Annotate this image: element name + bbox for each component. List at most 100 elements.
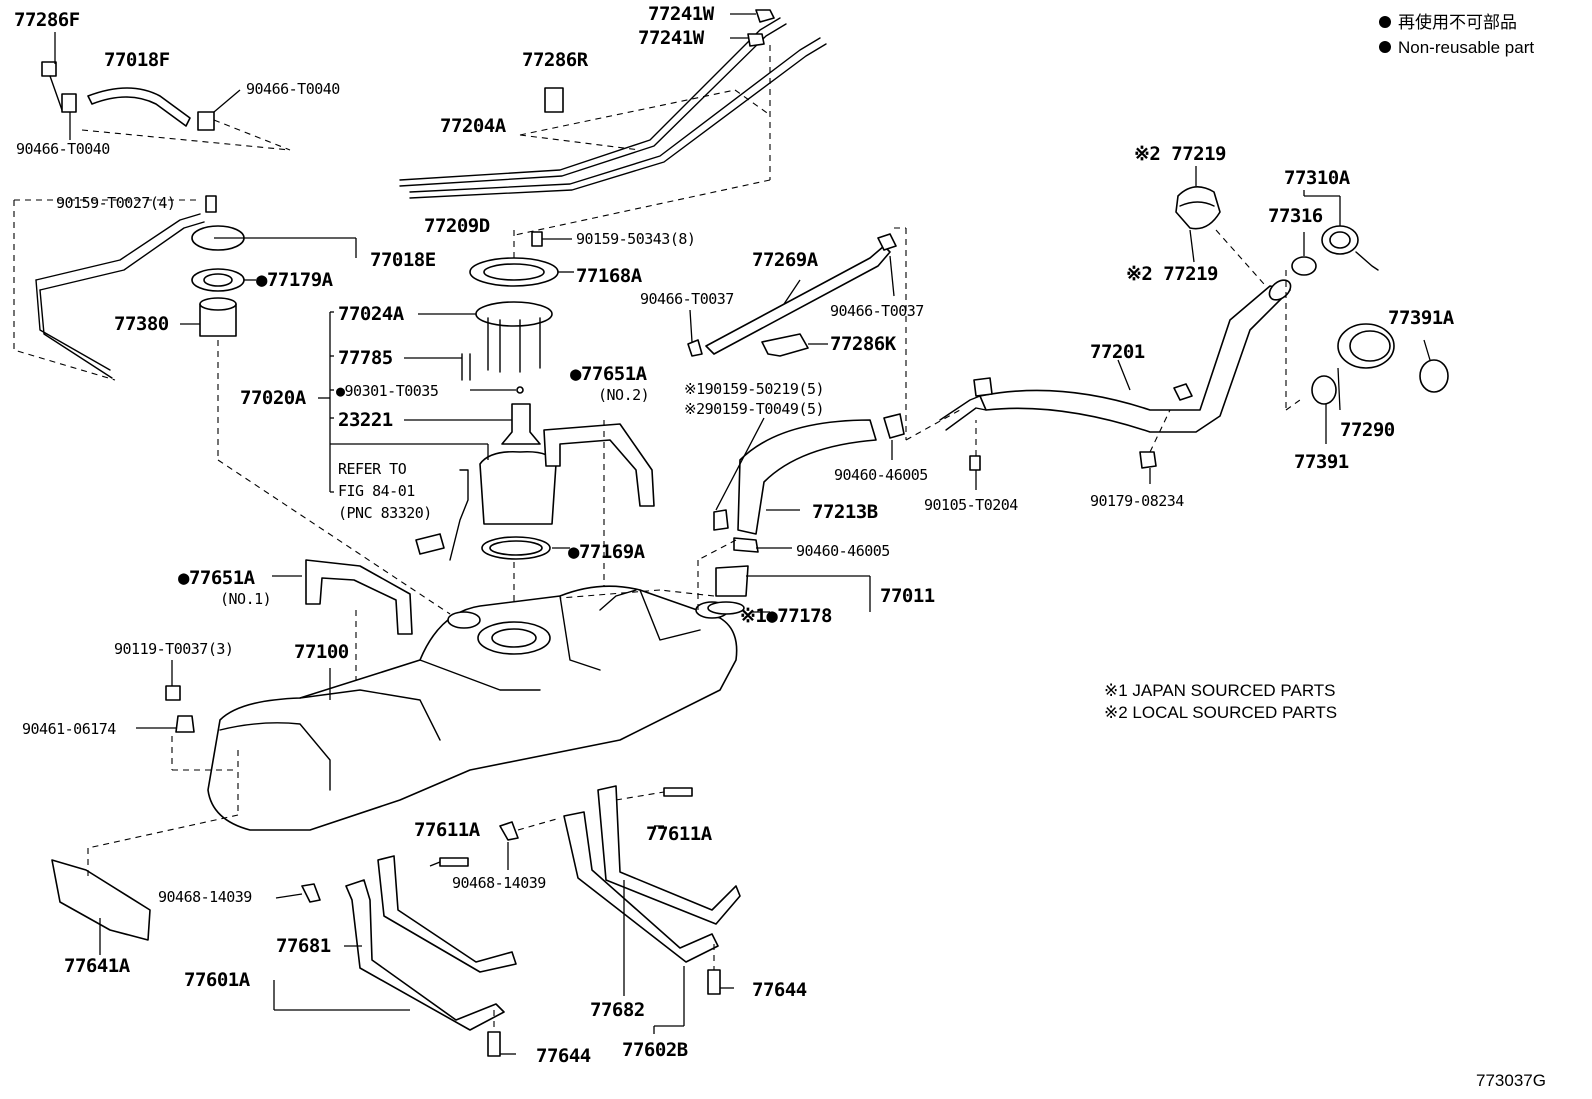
screw-90159[interactable] bbox=[713, 509, 729, 531]
clamp-77286R[interactable] bbox=[544, 87, 564, 113]
label-77241W-b: 77241W bbox=[638, 27, 705, 49]
pump-23221[interactable] bbox=[501, 403, 541, 445]
protector-77641A[interactable] bbox=[51, 848, 151, 955]
label-refer-2: FIG 84-01 bbox=[338, 482, 415, 500]
fuel-tube-77204A[interactable] bbox=[399, 17, 781, 181]
band-77602B-lower[interactable] bbox=[563, 811, 719, 963]
label-77602B: 77602B bbox=[622, 1039, 688, 1061]
label-no2: (NO.2) bbox=[598, 386, 649, 404]
label-77213B: 77213B bbox=[812, 501, 878, 523]
note-japan-sourced: ※1 JAPAN SOURCED PARTS bbox=[1104, 681, 1336, 700]
label-77286R: 77286R bbox=[522, 49, 589, 71]
protector-77651A-no1[interactable] bbox=[305, 559, 413, 635]
clip-90466-T0037-left[interactable] bbox=[687, 339, 703, 357]
label-77651A-no1: ●77651A bbox=[178, 567, 256, 589]
fuel-tank-77100[interactable] bbox=[87, 585, 738, 849]
clamp-77286F[interactable] bbox=[41, 61, 57, 77]
label-90301-T0035: ●90301-T0035 bbox=[336, 382, 438, 400]
legend-en: Non-reusable part bbox=[1398, 38, 1534, 57]
breather-hose-group bbox=[687, 227, 907, 440]
wire-77785[interactable] bbox=[461, 353, 471, 381]
left-fasteners bbox=[136, 660, 195, 770]
label-90460-46005-a: 90460-46005 bbox=[834, 466, 928, 484]
gasket-77178[interactable] bbox=[707, 601, 745, 615]
label-77018F: 77018F bbox=[104, 49, 170, 71]
vapor-pipe[interactable] bbox=[35, 213, 205, 291]
hose-77269A[interactable] bbox=[705, 245, 891, 355]
hose-77213B[interactable] bbox=[737, 419, 877, 535]
bolt-90159-T0027[interactable] bbox=[205, 195, 217, 213]
hose-77018F[interactable] bbox=[87, 87, 191, 127]
gasket-77391A[interactable] bbox=[1419, 359, 1449, 393]
pipe-77011[interactable] bbox=[715, 565, 749, 597]
bolt-77611A-left[interactable] bbox=[439, 857, 469, 867]
label-90460-46005-b: 90460-46005 bbox=[796, 542, 890, 560]
hose-77018F-group bbox=[41, 32, 291, 151]
protector-77651A-no2[interactable] bbox=[543, 423, 655, 507]
label-77286F: 77286F bbox=[14, 9, 80, 31]
label-77644-a: 77644 bbox=[536, 1045, 591, 1067]
label-77204A: 77204A bbox=[440, 115, 507, 137]
gasket-77391[interactable] bbox=[1311, 375, 1337, 405]
label-77169A: ●77169A bbox=[568, 541, 646, 563]
label-77269A: 77269A bbox=[752, 249, 819, 271]
seal-77219-upper[interactable] bbox=[1175, 186, 1221, 230]
label-77219-a: ※2 77219 bbox=[1134, 143, 1226, 165]
bolt-90105-T0204[interactable] bbox=[969, 455, 981, 471]
bolt-90159-50343[interactable] bbox=[531, 231, 543, 247]
label-77178: ※1●77178 bbox=[740, 605, 832, 627]
label-90466-T0040-a: 90466-T0040 bbox=[246, 80, 340, 98]
bolt-77611A-right[interactable] bbox=[663, 787, 693, 797]
band-77682[interactable] bbox=[597, 785, 741, 925]
label-77100: 77100 bbox=[294, 641, 349, 663]
note-local-sourced: ※2 LOCAL SOURCED PARTS bbox=[1104, 703, 1337, 722]
clip-90468-14039-left[interactable] bbox=[301, 883, 321, 903]
label-290159-T0049: ※290159-T0049(5) bbox=[684, 400, 824, 418]
bolt-90119-T0037[interactable] bbox=[165, 685, 181, 701]
label-77290: 77290 bbox=[1340, 419, 1395, 441]
filler-pipe-group bbox=[905, 279, 1292, 490]
clip-77241W-1[interactable] bbox=[755, 9, 775, 23]
label-90159-50343: 90159-50343(8) bbox=[576, 230, 695, 248]
band-77601A-lower[interactable] bbox=[345, 879, 505, 1031]
clip-90466-T0040-left[interactable] bbox=[61, 93, 77, 113]
clamp-77286K[interactable] bbox=[761, 333, 809, 357]
clamp-90460-46005-lower[interactable] bbox=[733, 537, 759, 553]
clamp-90460-46005-upper[interactable] bbox=[883, 413, 905, 439]
bolt-90179-08234[interactable] bbox=[1139, 451, 1157, 469]
label-90466-T0040-b: 90466-T0040 bbox=[16, 140, 110, 158]
straps-top-group bbox=[272, 420, 655, 780]
label-77011: 77011 bbox=[880, 585, 935, 607]
fuel-tube-77209D[interactable] bbox=[409, 37, 821, 193]
clip-90466-T0037-right[interactable] bbox=[877, 233, 897, 251]
vapor-pipe-group bbox=[13, 195, 451, 615]
clamp-90461-06174[interactable] bbox=[175, 715, 195, 733]
band-77681[interactable] bbox=[377, 855, 517, 973]
clip-90468-14039-right[interactable] bbox=[499, 821, 519, 841]
figure-code: 773037G bbox=[1476, 1071, 1546, 1090]
label-77681: 77681 bbox=[276, 935, 331, 957]
label-77785: 77785 bbox=[338, 347, 393, 369]
label-90466-T0037-a: 90466-T0037 bbox=[640, 290, 734, 308]
legend: 再使用不可部品 Non-reusable part bbox=[1379, 12, 1534, 57]
o-ring-90301-T0035[interactable] bbox=[516, 386, 524, 394]
label-77168A: 77168A bbox=[576, 265, 643, 287]
filler-hose-group bbox=[559, 413, 905, 615]
sender-gauge[interactable] bbox=[415, 533, 445, 555]
pump-bracket[interactable] bbox=[479, 450, 557, 525]
clip-77241W-2[interactable] bbox=[747, 33, 765, 47]
label-77209D: 77209D bbox=[424, 215, 490, 237]
clip-90466-T0040-right[interactable] bbox=[197, 111, 215, 131]
bolt-77644-left[interactable] bbox=[487, 1031, 501, 1057]
fuel-cap-group bbox=[1175, 166, 1449, 444]
breather-tube[interactable] bbox=[939, 395, 987, 431]
label-77286K: 77286K bbox=[830, 333, 897, 355]
label-no1: (NO.1) bbox=[220, 590, 271, 608]
label-77391A: 77391A bbox=[1388, 307, 1455, 329]
label-77601A: 77601A bbox=[184, 969, 251, 991]
bolt-77644-right[interactable] bbox=[707, 969, 721, 995]
label-refer-1: REFER TO bbox=[338, 460, 407, 478]
label-90466-T0037-b: 90466-T0037 bbox=[830, 302, 924, 320]
fuel-lines-group bbox=[399, 9, 827, 236]
ring-77316[interactable] bbox=[1291, 256, 1317, 276]
